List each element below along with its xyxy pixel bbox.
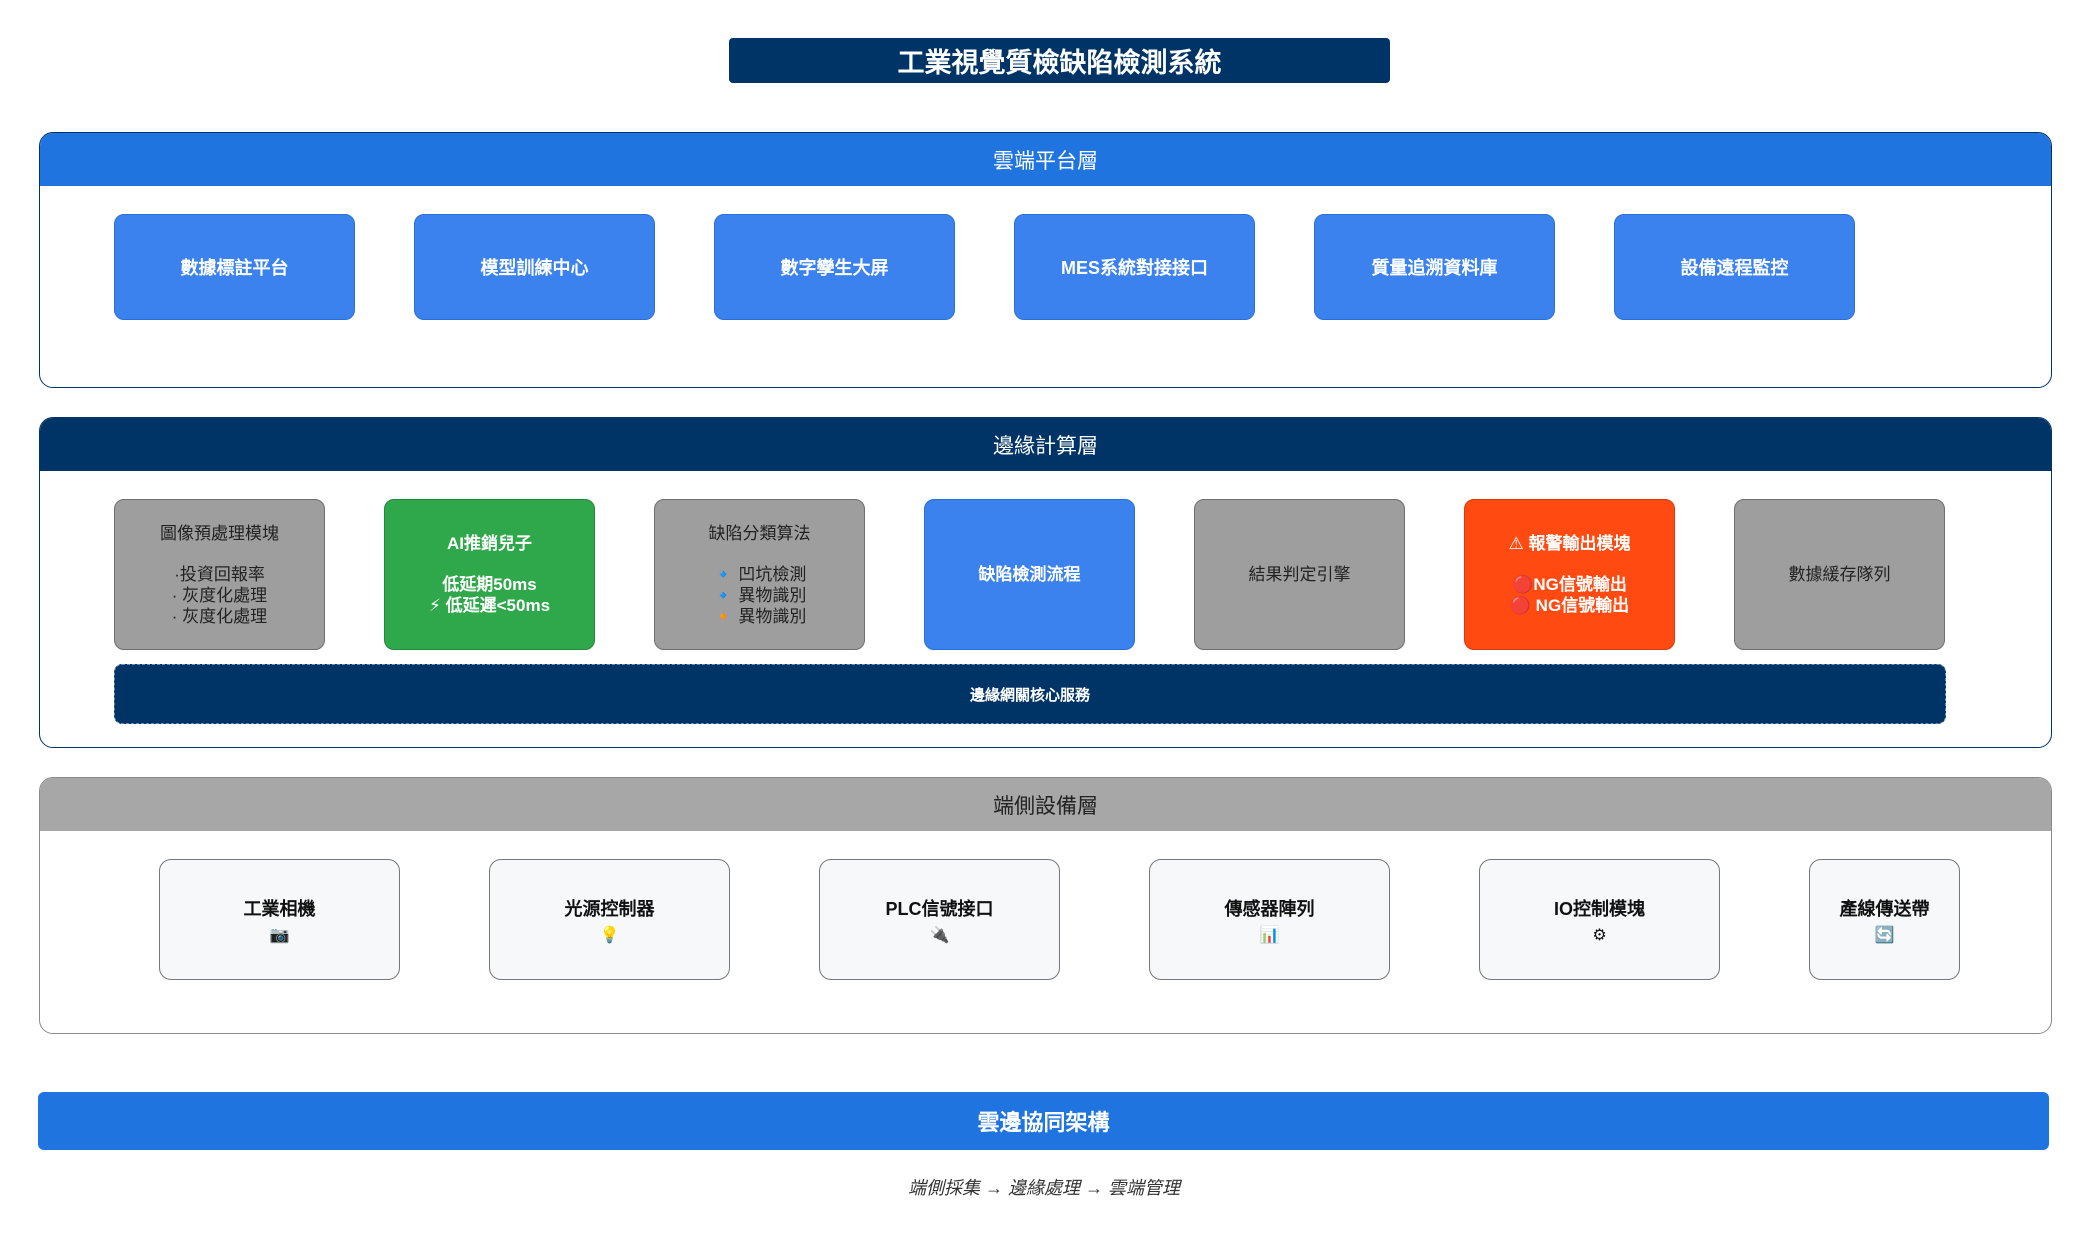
edge-module-defect-classify: 缺陷分類算法 🔹 凹坑檢測 🔹 異物識別 🔸 異物識別 <box>654 499 865 650</box>
camera-icon: 📷 <box>269 926 290 944</box>
module-title: 缺陷分類算法 <box>708 523 811 543</box>
edge-module-detection-flow: 缺陷檢測流程 <box>924 499 1135 650</box>
device-label: PLC信號接口 <box>885 898 994 919</box>
module-line: 🔴NG信號輸出 <box>1512 575 1627 594</box>
cloud-edge-architecture-banner: 雲邊協同架構 <box>38 1092 2049 1150</box>
edge-module-ai-inference: AI推銷兒子 低延期50ms ⚡ 低延遲<50ms <box>384 499 595 650</box>
device-label: 光源控制器 <box>564 898 655 919</box>
flow-caption: 端側採集 → 邊緣處理 → 雲端管理 <box>907 1178 1180 1198</box>
module-title: AI推銷兒子 <box>447 534 532 553</box>
edge-layer-header: 邊緣計算層 <box>40 418 2051 471</box>
module-line: ⚡ 低延遲<50ms <box>428 596 551 615</box>
bar-chart-icon: 📊 <box>1259 926 1280 944</box>
module-line: 🔹 凹坑檢測 <box>712 564 807 584</box>
device-light-controller: 光源控制器 💡 <box>489 859 730 980</box>
edge-module-alarm-output: ⚠ 報警輸出模塊 🔴NG信號輸出 🔴 NG信號輸出 <box>1464 499 1675 650</box>
module-title: 數據緩存隊列 <box>1788 565 1891 584</box>
cloud-item-remote-monitor: 設備遠程監控 <box>1614 214 1855 320</box>
edge-module-data-cache: 數據緩存隊列 <box>1734 499 1945 650</box>
device-label: 產線傳送帶 <box>1839 898 1930 919</box>
device-io-module: IO控制模塊 ⚙ <box>1479 859 1720 980</box>
cycle-arrows-icon: 🔄 <box>1874 926 1895 944</box>
device-conveyor: 產線傳送帶 🔄 <box>1809 859 1960 980</box>
device-label: 工業相機 <box>243 898 316 919</box>
module-title: 結果判定引擎 <box>1248 565 1351 584</box>
module-line: 🔹 異物識別 <box>712 585 807 605</box>
cloud-layer-header: 雲端平台層 <box>40 133 2051 186</box>
device-label: IO控制模塊 <box>1553 898 1645 919</box>
light-bulb-icon: 💡 <box>599 926 620 944</box>
module-line: 低延期50ms <box>442 575 537 594</box>
module-title: ⚠ 報警輸出模塊 <box>1508 534 1631 553</box>
device-plc-interface: PLC信號接口 🔌 <box>819 859 1060 980</box>
gear-icon: ⚙ <box>1592 926 1607 944</box>
module-line: · 灰度化處理 <box>171 606 268 626</box>
edge-module-preprocess: 圖像預處理模塊 ·投資回報率 · 灰度化處理 · 灰度化處理 <box>114 499 325 650</box>
cloud-item-annotation-platform: 數據標註平台 <box>114 214 355 320</box>
cloud-item-quality-db: 質量追溯資料庫 <box>1314 214 1555 320</box>
cloud-item-digital-twin: 數字孿生大屏 <box>714 214 955 320</box>
device-label: 傳感器陣列 <box>1224 898 1315 919</box>
module-line: ·投資回報率 <box>174 564 265 584</box>
module-line: 🔸 異物識別 <box>712 606 807 626</box>
cloud-item-mes-interface: MES系統對接接口 <box>1014 214 1255 320</box>
module-title: 圖像預處理模塊 <box>160 523 279 543</box>
edge-gateway-service: 邊緣網關核心服務 <box>114 664 1946 724</box>
device-sensor-array: 傳感器陣列 📊 <box>1149 859 1390 980</box>
module-title: 缺陷檢測流程 <box>978 565 1081 584</box>
module-line: · 灰度化處理 <box>171 585 268 605</box>
cloud-item-training-center: 模型訓練中心 <box>414 214 655 320</box>
device-layer-header: 端側設備層 <box>40 778 2051 831</box>
device-industrial-camera: 工業相機 📷 <box>159 859 400 980</box>
page-title: 工業視覺質檢缺陷檢測系統 <box>729 38 1390 83</box>
edge-module-result-engine: 結果判定引擎 <box>1194 499 1405 650</box>
module-line: 🔴 NG信號輸出 <box>1509 596 1630 615</box>
plug-icon: 🔌 <box>929 926 950 944</box>
